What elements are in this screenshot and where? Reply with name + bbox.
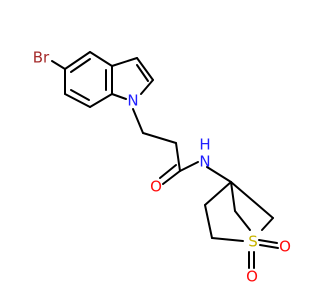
- bond-ch2a-ch2b: [142, 132, 177, 144]
- bond-c7-c6: [64, 93, 91, 108]
- atom-label-o-amide: O: [150, 178, 162, 196]
- bond-n1-c7a: [111, 93, 127, 100]
- bond-s-o1-b: [258, 239, 278, 244]
- bond-c3-c2b: [204, 181, 232, 206]
- bond-n-c3: [206, 166, 232, 183]
- bond-c2b-c1: [204, 204, 213, 239]
- bond-c3-c2-inner: [136, 64, 149, 82]
- bond-c2-n1: [140, 79, 154, 95]
- bond-c5-c4: [64, 51, 91, 70]
- molecule-structure: Br N O N H S O O: [33, 49, 291, 286]
- bond-c5-br: [51, 60, 66, 70]
- atom-label-h-amide: H: [199, 136, 210, 154]
- atom-label-n-amide: N: [199, 153, 210, 171]
- bond-co-n: [179, 161, 199, 172]
- bond-c4-c3a: [89, 51, 113, 67]
- bond-c5-c4-inner: [70, 58, 91, 73]
- bond-c3-c2: [136, 57, 154, 81]
- atom-label-o-s2: O: [246, 268, 258, 286]
- bond-c1-s: [211, 237, 244, 242]
- molecule-canvas: Br N O N H S O O: [32, 48, 291, 286]
- atom-label-s: S: [248, 233, 258, 251]
- bond-co-o-b: [159, 164, 177, 179]
- bond-s-o1-a: [259, 244, 279, 249]
- bond-s-c5: [261, 217, 274, 231]
- bond-c5-c2: [230, 181, 274, 219]
- atom-label-br: Br: [33, 49, 50, 67]
- bond-c7-c6-inner: [70, 89, 90, 101]
- bond-c3-c4: [230, 181, 236, 212]
- bond-ch2b-co: [175, 142, 181, 172]
- bond-c3a-c3: [111, 57, 138, 67]
- bond-n1-ch2a: [132, 108, 144, 134]
- bond-c4-s: [234, 210, 251, 231]
- atom-label-n-indole: N: [127, 92, 138, 110]
- bond-co-o-a: [162, 170, 181, 185]
- bond-c7a-c7: [89, 93, 113, 108]
- atom-label-o-s1: O: [279, 238, 291, 256]
